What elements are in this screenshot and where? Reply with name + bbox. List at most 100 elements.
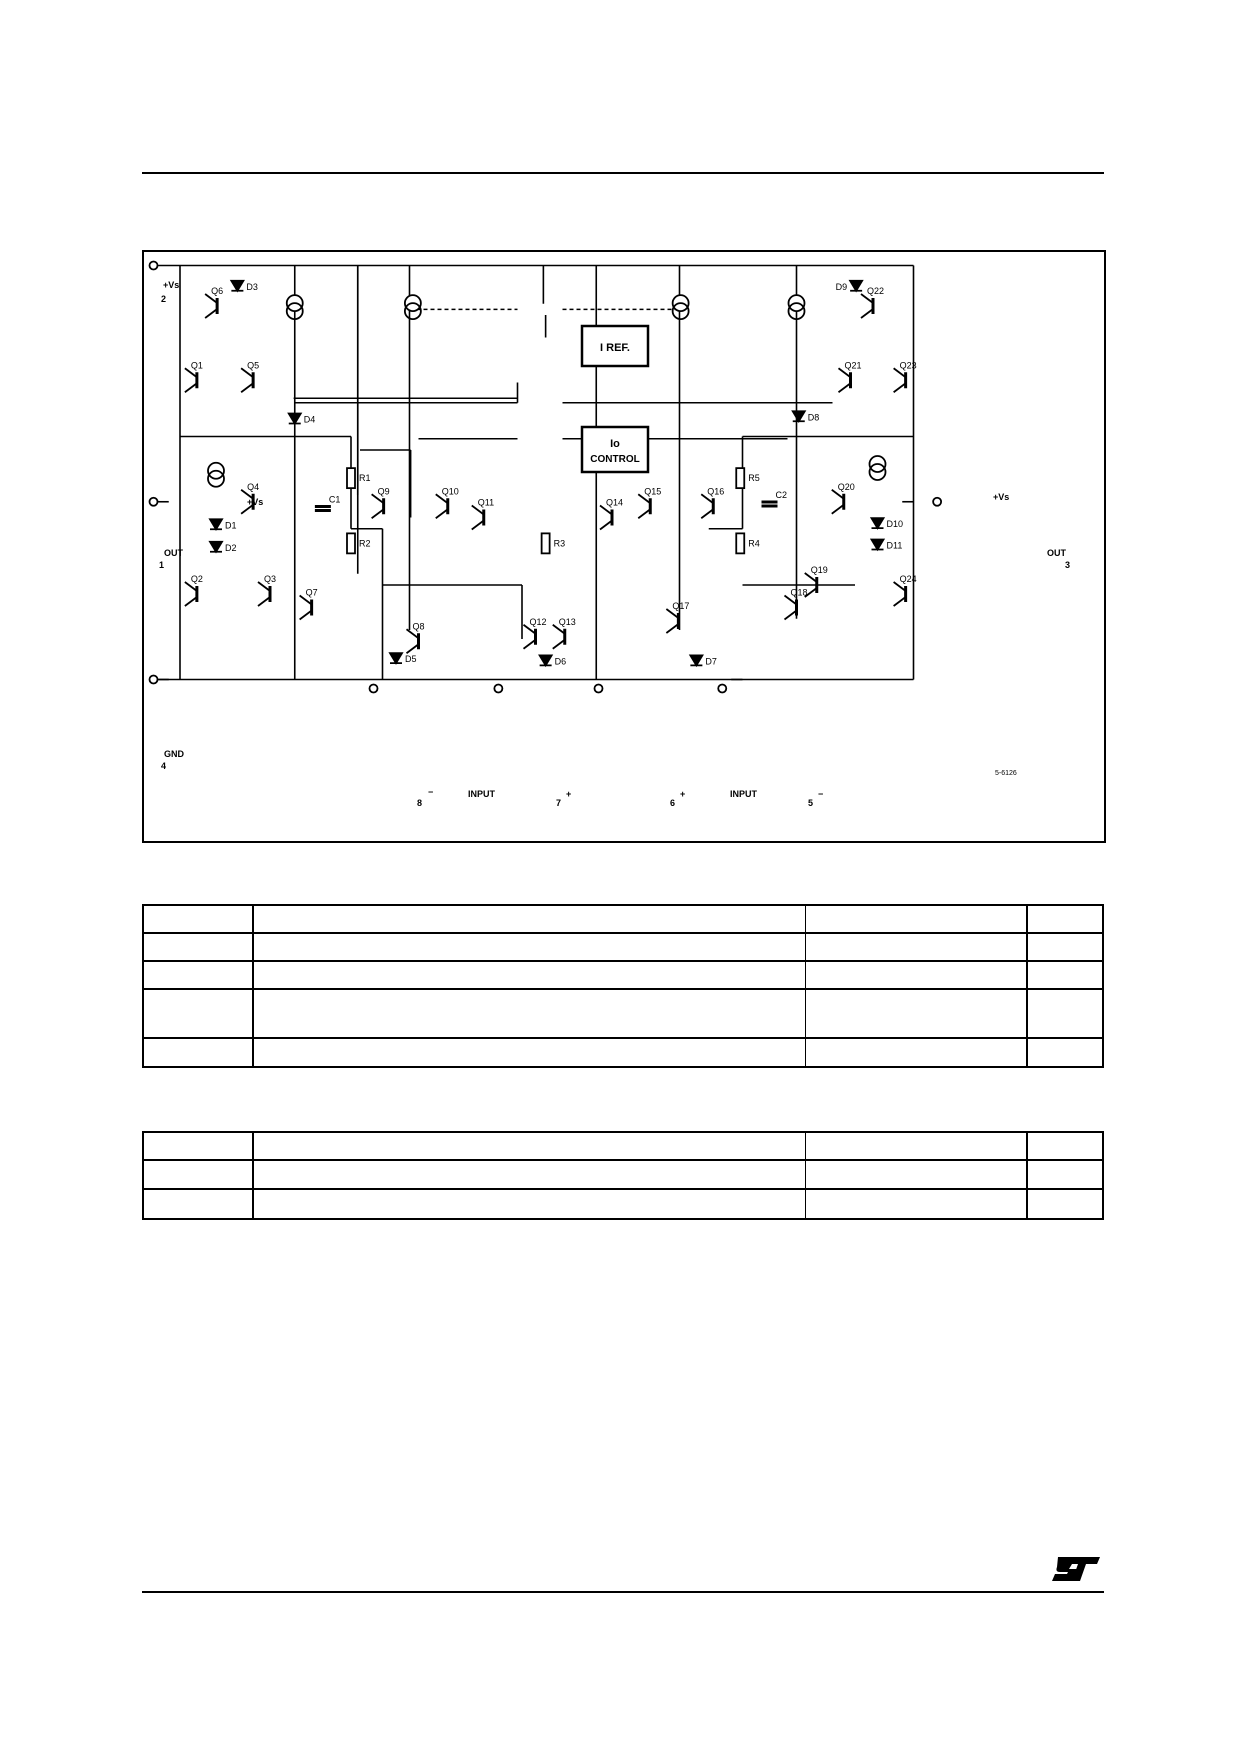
- capacitor-icon: [761, 500, 778, 508]
- header-rule: [142, 172, 1104, 174]
- transistor-label: Q9: [378, 486, 390, 496]
- transistor-label: Q4: [247, 482, 259, 492]
- transistor-q20-emitter: [831, 504, 845, 515]
- transistor-q13-collector: [552, 624, 566, 635]
- transistor-label: Q24: [900, 574, 917, 584]
- transistor-q15-collector: [637, 493, 651, 504]
- transistor-q5-collector: [240, 367, 254, 378]
- diode-label: D3: [246, 282, 258, 292]
- transistor-label: Q2: [191, 574, 203, 584]
- transistor-q22-collector: [860, 293, 874, 304]
- transistor-q2-emitter: [184, 596, 198, 607]
- pin-terminal[interactable]: [148, 674, 159, 685]
- pin-terminal[interactable]: [932, 496, 943, 507]
- transistor-label: Q22: [867, 286, 884, 296]
- diode-label: D5: [405, 654, 417, 664]
- current-source-icon: [787, 302, 806, 321]
- io-control-label: CONTROL: [590, 454, 639, 465]
- transistor-q8-emitter: [405, 643, 420, 654]
- diode-icon: [848, 279, 864, 293]
- gnd-pin-number: 4: [161, 761, 166, 771]
- transistor-label: Q19: [811, 565, 828, 575]
- transistor-q13-emitter: [552, 639, 566, 650]
- resistor-label: R4: [748, 538, 760, 548]
- transistor-label: Q23: [900, 360, 917, 370]
- out3-pin-label: OUT: [1047, 548, 1067, 558]
- pin-terminal[interactable]: [148, 496, 159, 507]
- transistor-q9-emitter: [371, 508, 385, 519]
- in7-pin-number: 7: [556, 798, 561, 808]
- in5-pin-number: 5: [808, 798, 813, 808]
- transistor-q17-emitter: [665, 623, 679, 634]
- pin-terminal[interactable]: [493, 683, 504, 694]
- pin-terminal[interactable]: [593, 683, 604, 694]
- transistor-q12-collector: [522, 624, 537, 635]
- vs-pin-number: 2: [161, 294, 166, 304]
- out1-pin-label: OUT: [164, 548, 184, 558]
- vs-local-right-label: +Vs: [993, 492, 1009, 502]
- diode-icon: [869, 517, 886, 530]
- transistor-q7-emitter: [299, 609, 313, 621]
- input-left-label: INPUT: [468, 789, 496, 799]
- transistor-q10-emitter: [435, 508, 449, 519]
- transistor-q3-emitter: [257, 596, 271, 607]
- transistor-q1-collector: [184, 367, 198, 378]
- table-row: [142, 1131, 1104, 1161]
- capacitor-label: C1: [329, 495, 341, 505]
- transistor-label: Q8: [413, 621, 425, 631]
- pin-terminal[interactable]: [148, 260, 159, 271]
- diode-label: D6: [555, 656, 567, 666]
- transistor-label: Q18: [791, 588, 808, 598]
- transistor-label: Q6: [211, 286, 223, 296]
- resistor-icon: [540, 532, 551, 555]
- out1-pin-number: 1: [159, 560, 164, 570]
- transistor-label: Q16: [707, 486, 724, 496]
- transistor-label: Q14: [606, 498, 623, 508]
- transistor-q24-collector: [893, 581, 907, 592]
- resistor-label: R3: [554, 538, 566, 548]
- pin-terminal[interactable]: [717, 683, 728, 694]
- transistor-q2-collector: [184, 581, 198, 592]
- resistor-icon: [346, 532, 356, 555]
- table-row: [142, 1037, 1104, 1068]
- diode-label: D8: [808, 412, 820, 422]
- diode-label: D10: [887, 519, 904, 529]
- transistor-label: Q20: [838, 482, 855, 492]
- table-row: [142, 932, 1104, 962]
- resistor-label: R1: [359, 473, 371, 483]
- transistor-q18-collector: [783, 594, 798, 606]
- io-label: Io: [610, 438, 620, 450]
- table-2: [142, 1131, 1104, 1220]
- transistor-q19-collector: [804, 572, 818, 583]
- pin-terminal[interactable]: [368, 683, 379, 694]
- drawing-code: 5-6126: [995, 770, 1017, 777]
- transistor-q21-collector: [837, 367, 852, 378]
- diode-label: D11: [887, 541, 903, 551]
- transistor-label: Q15: [644, 486, 661, 496]
- table-1: [142, 904, 1104, 1068]
- transistor-q7-collector: [299, 594, 313, 606]
- in6-pin-number: 6: [670, 798, 675, 808]
- transistor-q8-collector: [405, 628, 420, 639]
- in7-pin-sign: +: [566, 789, 571, 799]
- transistor-q10-collector: [435, 493, 449, 504]
- resistor-label: R2: [359, 538, 371, 548]
- transistor-q19-emitter: [804, 587, 818, 598]
- diode-label: D9: [836, 282, 848, 292]
- st-logo: [1052, 1557, 1100, 1581]
- transistor-q9-collector: [371, 493, 385, 504]
- current-source-icon: [285, 302, 304, 321]
- transistor-label: Q5: [247, 360, 259, 370]
- transistor-q20-collector: [831, 489, 845, 500]
- diode-icon: [388, 652, 404, 665]
- in8-pin-number: 8: [417, 798, 422, 808]
- table-row: [142, 960, 1104, 990]
- out3-pin-number: 3: [1065, 560, 1070, 570]
- transistor-q11-emitter: [471, 519, 485, 531]
- capacitor-icon: [314, 505, 331, 512]
- io-control-block: [580, 425, 650, 474]
- transistor-q23-emitter: [893, 382, 907, 393]
- transistor-q4-collector: [240, 489, 254, 500]
- transistor-label: Q17: [672, 601, 689, 611]
- transistor-q16-emitter: [700, 508, 714, 519]
